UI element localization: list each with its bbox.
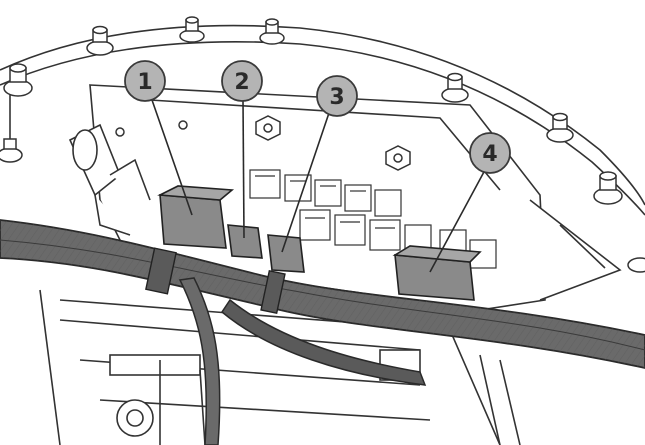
bolt [441,72,469,103]
connectors [157,185,482,301]
bolt [593,171,623,205]
bolt [86,25,114,56]
callout-1: 1 [124,60,166,102]
connector-1 [159,194,227,249]
nut [385,145,411,171]
bolt [0,138,23,163]
leader-4 [429,169,486,273]
leader-2 [242,99,245,239]
bolt [259,18,285,45]
lower-housing [39,289,521,445]
bolt [546,112,574,143]
cover-bolts [0,16,645,273]
nut [255,115,281,141]
bolt [3,63,33,97]
callout-2-label: 2 [234,70,249,95]
bolt [179,16,205,43]
bolt [627,257,645,273]
callout-3-label: 3 [329,85,344,110]
pipe-fitting [68,123,151,236]
leader-3 [281,109,331,253]
leader-1 [151,99,193,216]
leader-lines [151,99,486,273]
plate-nuts [115,115,411,171]
connector-3 [267,234,305,273]
wire-harness [0,219,645,445]
callout-4: 4 [469,132,511,174]
callout-3: 3 [316,75,358,117]
callout-4-label: 4 [482,142,497,167]
callout-2: 2 [221,60,263,102]
connector-2 [227,224,263,259]
callout-1-label: 1 [137,70,152,95]
callouts: 1 2 3 4 [124,60,511,174]
